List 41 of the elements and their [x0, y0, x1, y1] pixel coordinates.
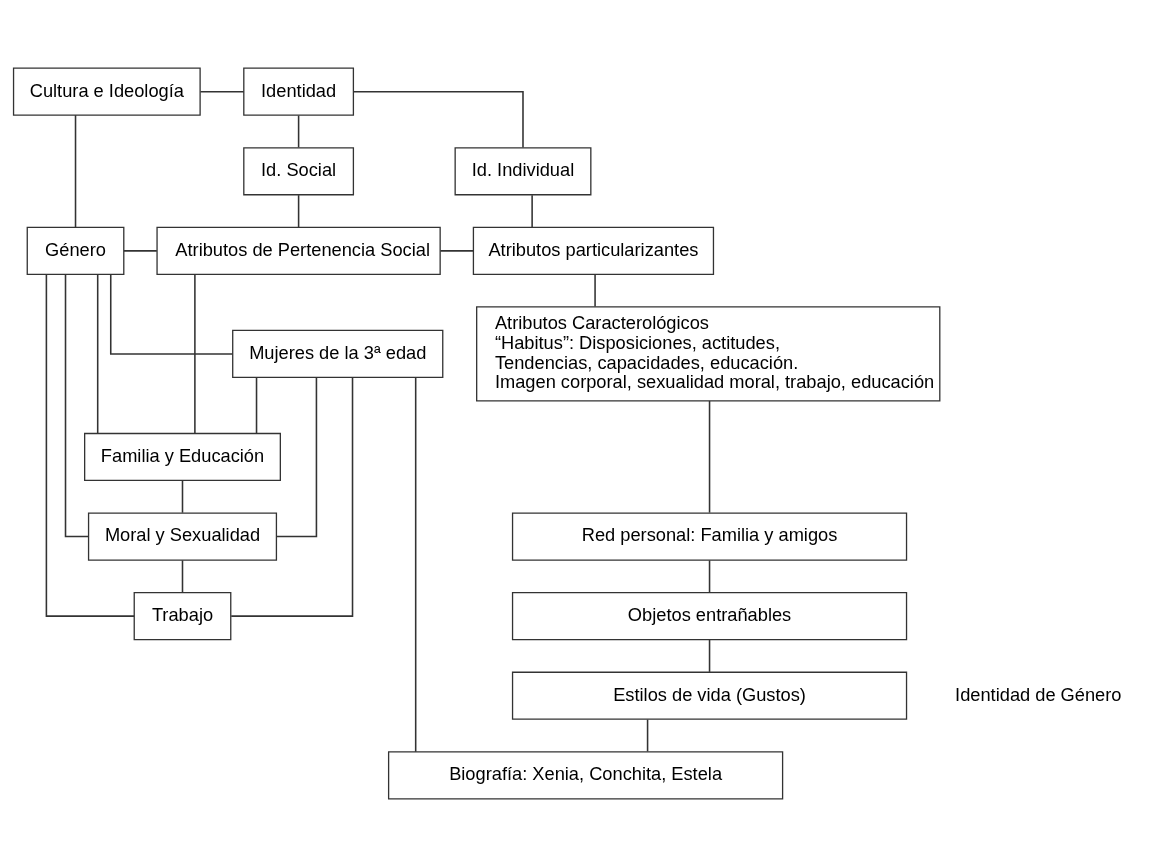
node-box: Atributos de Pertenencia Social: [156, 226, 441, 275]
connector: [708, 559, 711, 594]
connector: [439, 250, 474, 252]
node-box: Identidad: [243, 67, 355, 116]
node-box: Objetos entrañables: [511, 592, 908, 641]
connector: [414, 377, 417, 753]
connector: [352, 90, 524, 149]
connector: [594, 273, 596, 308]
connector: [181, 559, 184, 594]
connector: [297, 194, 300, 228]
node-box: Atributos particularizantes: [472, 226, 715, 275]
connector: [297, 114, 300, 149]
connector: [109, 273, 234, 355]
node-box: Atributos Caracterológicos “Habitus”: Disposiciones, actitudes, Tendencias, capacidades, educación. Imagen corporal, sexualidad moral, trabajo, educación: [476, 306, 941, 402]
connector: [96, 273, 99, 434]
connector: [531, 194, 533, 228]
node-box: Red personal: Familia y amigos: [511, 512, 908, 561]
connector: [230, 376, 354, 617]
node-box: Trabajo: [133, 592, 232, 641]
node-box: Id. Social: [243, 147, 355, 196]
node-box: Cultura e Ideología: [12, 67, 201, 116]
connector: [194, 273, 196, 434]
connector: [199, 90, 245, 93]
connector: [45, 274, 135, 617]
connector: [74, 114, 77, 229]
connector: [181, 480, 184, 514]
connector: [708, 639, 711, 673]
connector: [646, 718, 649, 753]
connector: [64, 273, 89, 538]
node-box: Estilos de vida (Gustos): [511, 671, 908, 720]
node-box: Género: [26, 226, 125, 275]
node-box: Familia y Educación: [84, 432, 281, 482]
node-box: Mujeres de la 3ª edad: [232, 329, 444, 379]
node-box: Moral y Sexualidad: [87, 512, 278, 561]
connector: [123, 250, 158, 252]
node-box: Id. Individual: [454, 147, 592, 196]
label: Identidad de Género: [955, 683, 1122, 705]
node-box: Biografía: Xenia, Conchita, Estela: [387, 751, 784, 800]
connector: [708, 400, 711, 514]
connector: [275, 376, 318, 538]
connector: [255, 377, 258, 434]
